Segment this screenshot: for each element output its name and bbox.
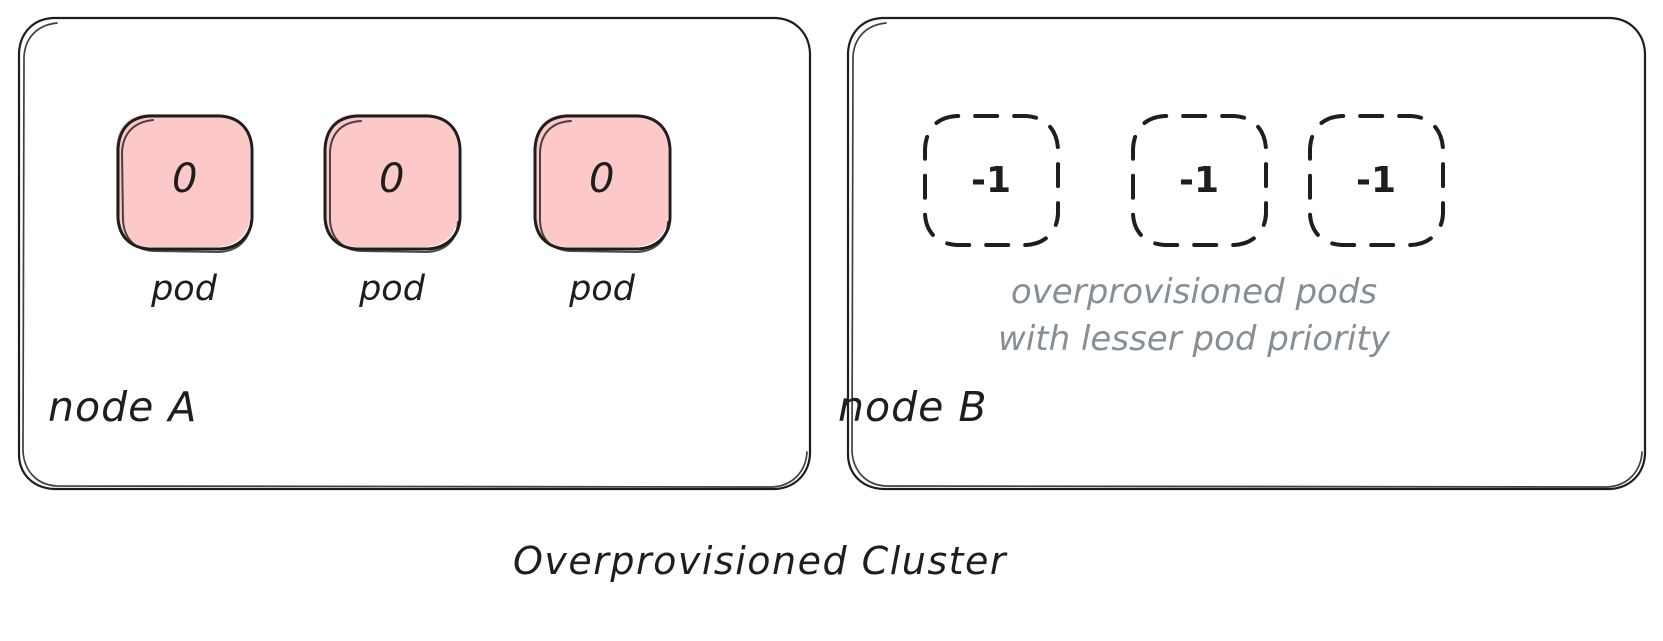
node-b-outline	[846, 16, 1647, 491]
node-b-outline-sketch	[851, 22, 1643, 488]
pod-box-a1-value: 0	[172, 156, 198, 202]
ghost-pod-box-b1[interactable]: -1	[923, 114, 1060, 247]
pod-box-a3-outline-sketch	[539, 120, 669, 253]
ghost-pod-box-b3-outline	[1308, 114, 1445, 247]
pod-box-a2-outline-sketch	[329, 120, 459, 253]
pod-box-a3-outline	[533, 114, 672, 251]
pod-box-a1-outline-sketch	[121, 119, 252, 253]
pod-box-a2-outline	[323, 114, 462, 251]
pod-box-a3-fill	[534, 114, 668, 247]
ghost-pod-box-b3[interactable]: -1	[1308, 114, 1445, 247]
pod-label-a2: pod	[358, 269, 426, 309]
pod-box-a2-value: 0	[379, 156, 405, 202]
ghost-pod-box-b1-value: -1	[971, 160, 1011, 201]
cluster-caption: Overprovisioned Cluster	[513, 539, 1008, 583]
ghost-pod-box-b2[interactable]: -1	[1131, 114, 1268, 247]
pod-box-a1[interactable]: 0	[116, 114, 254, 253]
pod-box-a2-fill	[324, 114, 458, 247]
ghost-pod-box-b3-value: -1	[1356, 160, 1396, 201]
node-a-outline-sketch	[22, 22, 808, 488]
node-a-label: node A	[48, 383, 197, 431]
ghost-pod-box-b2-outline	[1131, 114, 1268, 247]
ghost-pod-box-b1-outline	[923, 114, 1060, 247]
pod-box-a2[interactable]: 0	[323, 114, 462, 253]
pod-label-a3: pod	[568, 269, 636, 309]
pod-label-a1: pod	[150, 269, 218, 309]
pod-box-a3[interactable]: 0	[533, 114, 672, 253]
node-b-container[interactable]	[846, 16, 1647, 491]
overprovisioned-note-line-2: with lesser pod priority	[998, 319, 1391, 359]
pod-box-a3-value: 0	[589, 156, 615, 202]
overprovisioned-note-line-1: overprovisioned pods	[1011, 272, 1377, 312]
pod-box-a1-fill	[116, 114, 250, 247]
ghost-pod-box-b2-value: -1	[1179, 160, 1219, 201]
pod-box-a1-outline	[116, 114, 254, 251]
node-b-label: node B	[838, 383, 987, 431]
